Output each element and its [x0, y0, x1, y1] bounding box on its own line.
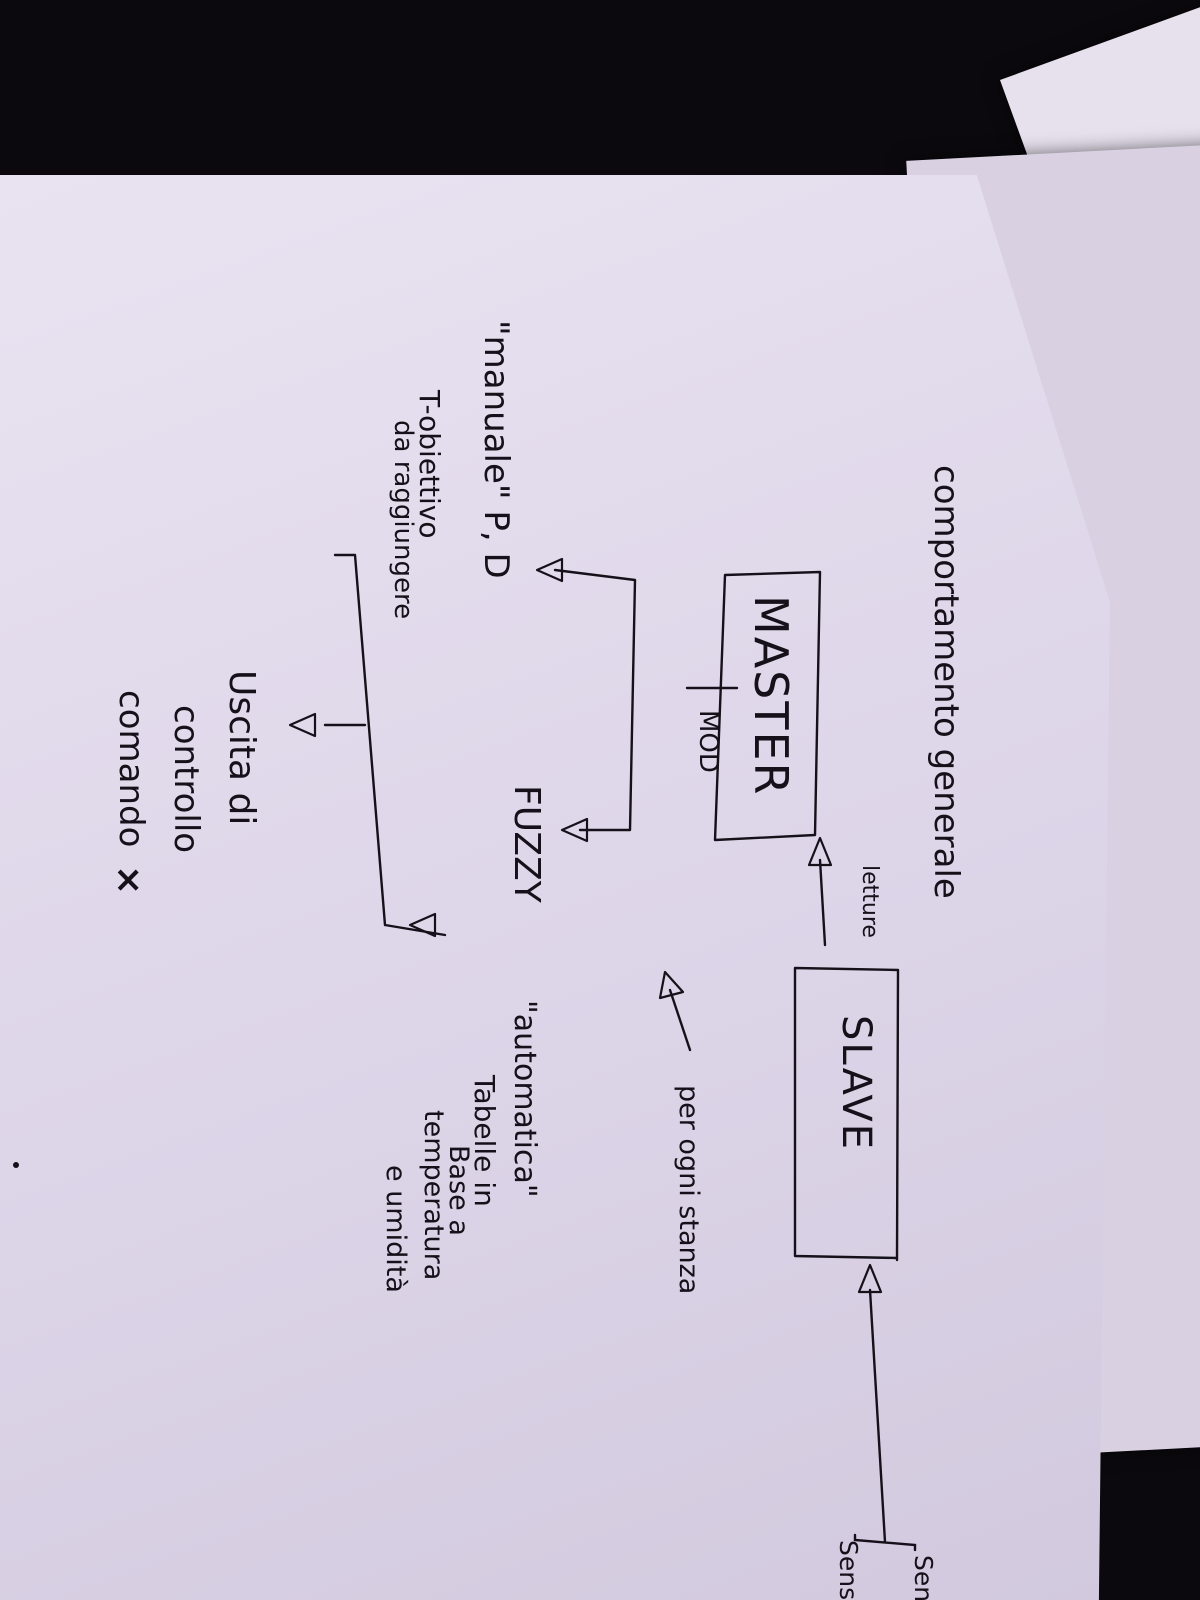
tabelle-line-3: temperatura [418, 1110, 449, 1280]
mode-split-line [553, 568, 637, 832]
per-ogni-stanza-label: per ogni stanza [673, 1085, 704, 1294]
arrowhead-per-ogni-stanza [658, 970, 685, 1000]
manuale-label: "manuale" P, D [476, 320, 516, 579]
main-paper-sheet [0, 175, 1110, 1600]
arrowhead-manuale [535, 557, 564, 583]
sensori-top-label: Sensori [909, 1555, 938, 1600]
tabelle-line-2: Base a [443, 1145, 474, 1236]
letture-arrow [818, 858, 827, 947]
arrowhead-into-master [807, 836, 833, 867]
letture-label: letture [857, 865, 882, 938]
slave-box [793, 966, 900, 1262]
tabelle-line-4: e umidità [380, 1165, 411, 1293]
diagram-title: comportamento generale [926, 465, 966, 899]
master-label: MASTER [744, 595, 798, 796]
cross-mark: × [108, 865, 149, 895]
arrowhead-into-slave [857, 1263, 883, 1294]
sensor-bracket [853, 1288, 917, 1552]
master-box [713, 570, 822, 842]
automatica-label: "automatica" [507, 1000, 542, 1198]
paper-speck [13, 1162, 19, 1168]
uscita-line-3: comando [111, 690, 151, 847]
uscita-line-1: Uscita di [221, 670, 262, 825]
fuzzy-label: FUZZY [506, 785, 547, 904]
arrowhead-fuzzy-merge [408, 912, 437, 938]
arrowhead-uscita [288, 712, 317, 738]
slave-label: SLAVE [833, 1015, 879, 1151]
tabelle-line-1: Tabelle in [468, 1074, 501, 1207]
t-obiettivo-line-2: da raggiungere [388, 420, 418, 619]
t-obiettivo-line-1: T-obiettivo [413, 389, 446, 539]
sensori-bottom-label: Sensori [834, 1540, 863, 1600]
arrowhead-automatica [560, 817, 589, 843]
mod-label: MOD [693, 710, 723, 773]
uscita-line-2: controllo [166, 705, 206, 853]
per-ogni-stanza-arrow [668, 988, 692, 1052]
